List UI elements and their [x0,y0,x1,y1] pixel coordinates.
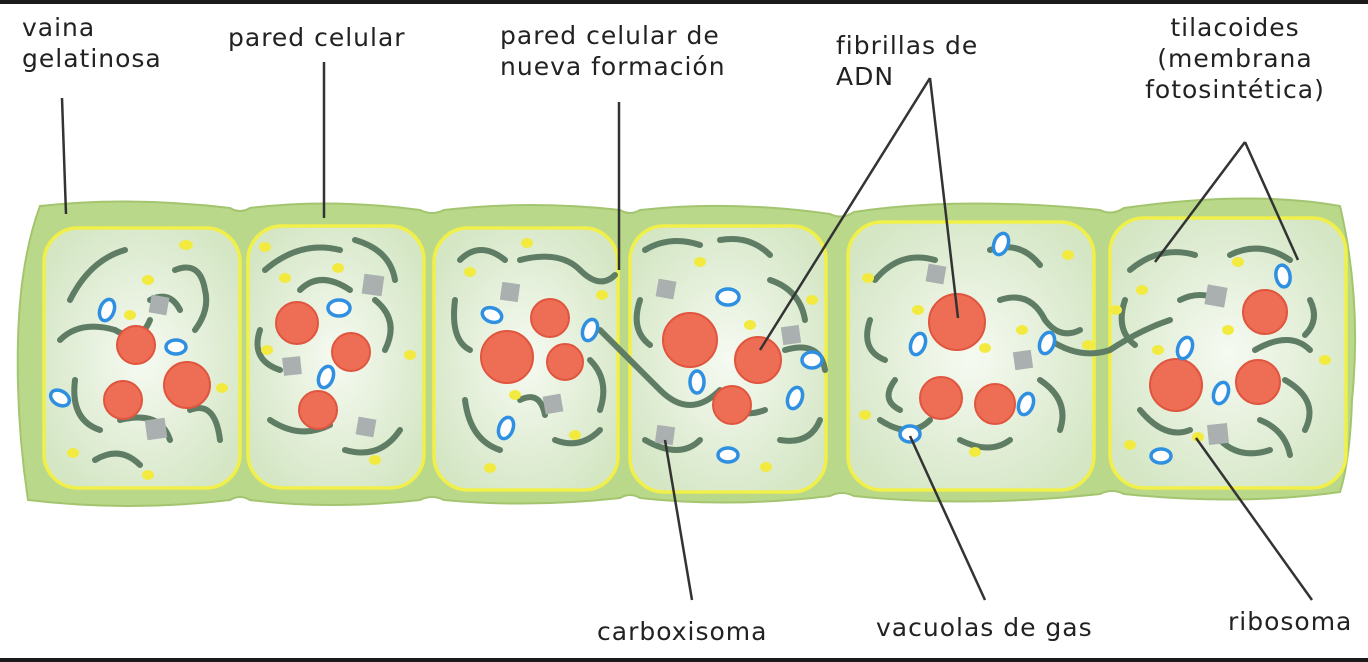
label-line: carboxisoma [597,617,768,646]
leader-tilacoides-2 [1243,141,1300,261]
label-fibrillas-adn: fibrillas de ADN [836,30,978,92]
top-border [0,0,1368,4]
label-line: pared celular de [500,21,720,50]
label-line: fotosintética) [1145,75,1325,104]
label-line: tilacoides [1170,13,1300,42]
label-tilacoides: tilacoides (membrana fotosintética) [1130,12,1340,105]
label-vacuolas-de-gas: vacuolas de gas [876,612,1093,643]
label-pared-celular: pared celular [228,22,406,53]
label-line: vaina [22,13,96,42]
label-line: nueva formación [500,52,726,81]
leader-lines [60,62,1314,601]
dna-fibrils [103,289,1288,430]
cells-group [42,216,1348,494]
label-line: vacuolas de gas [876,613,1093,642]
label-carboxisoma: carboxisoma [597,616,767,647]
label-line: gelatinosa [22,44,162,73]
label-line: (membrana [1157,44,1313,73]
label-line: pared celular [228,23,406,52]
leader-ribosoma [1194,437,1314,601]
label-line: ADN [836,62,895,91]
label-line: ribosoma [1228,607,1353,636]
bottom-border [0,658,1368,662]
leader-vaina [60,97,68,215]
thylakoid-membranes-right [864,244,1317,458]
leader-tilacoides-1 [1154,141,1246,263]
gas-vacuoles [48,231,1292,465]
leader-vacuolas [908,435,987,601]
leader-carboxisoma [663,439,694,601]
leader-adn-2 [928,77,960,319]
label-vaina-gelatinosa: vaina gelatinosa [22,12,162,74]
label-ribosoma: ribosoma [1228,606,1352,637]
label-line: fibrillas de [836,31,979,60]
carboxysomes [144,263,1229,446]
leader-adn-1 [758,77,932,351]
ribosomes [67,238,1331,480]
cell-contents-group [48,231,1331,480]
label-nueva-pared: pared celular de nueva formación [500,20,726,82]
